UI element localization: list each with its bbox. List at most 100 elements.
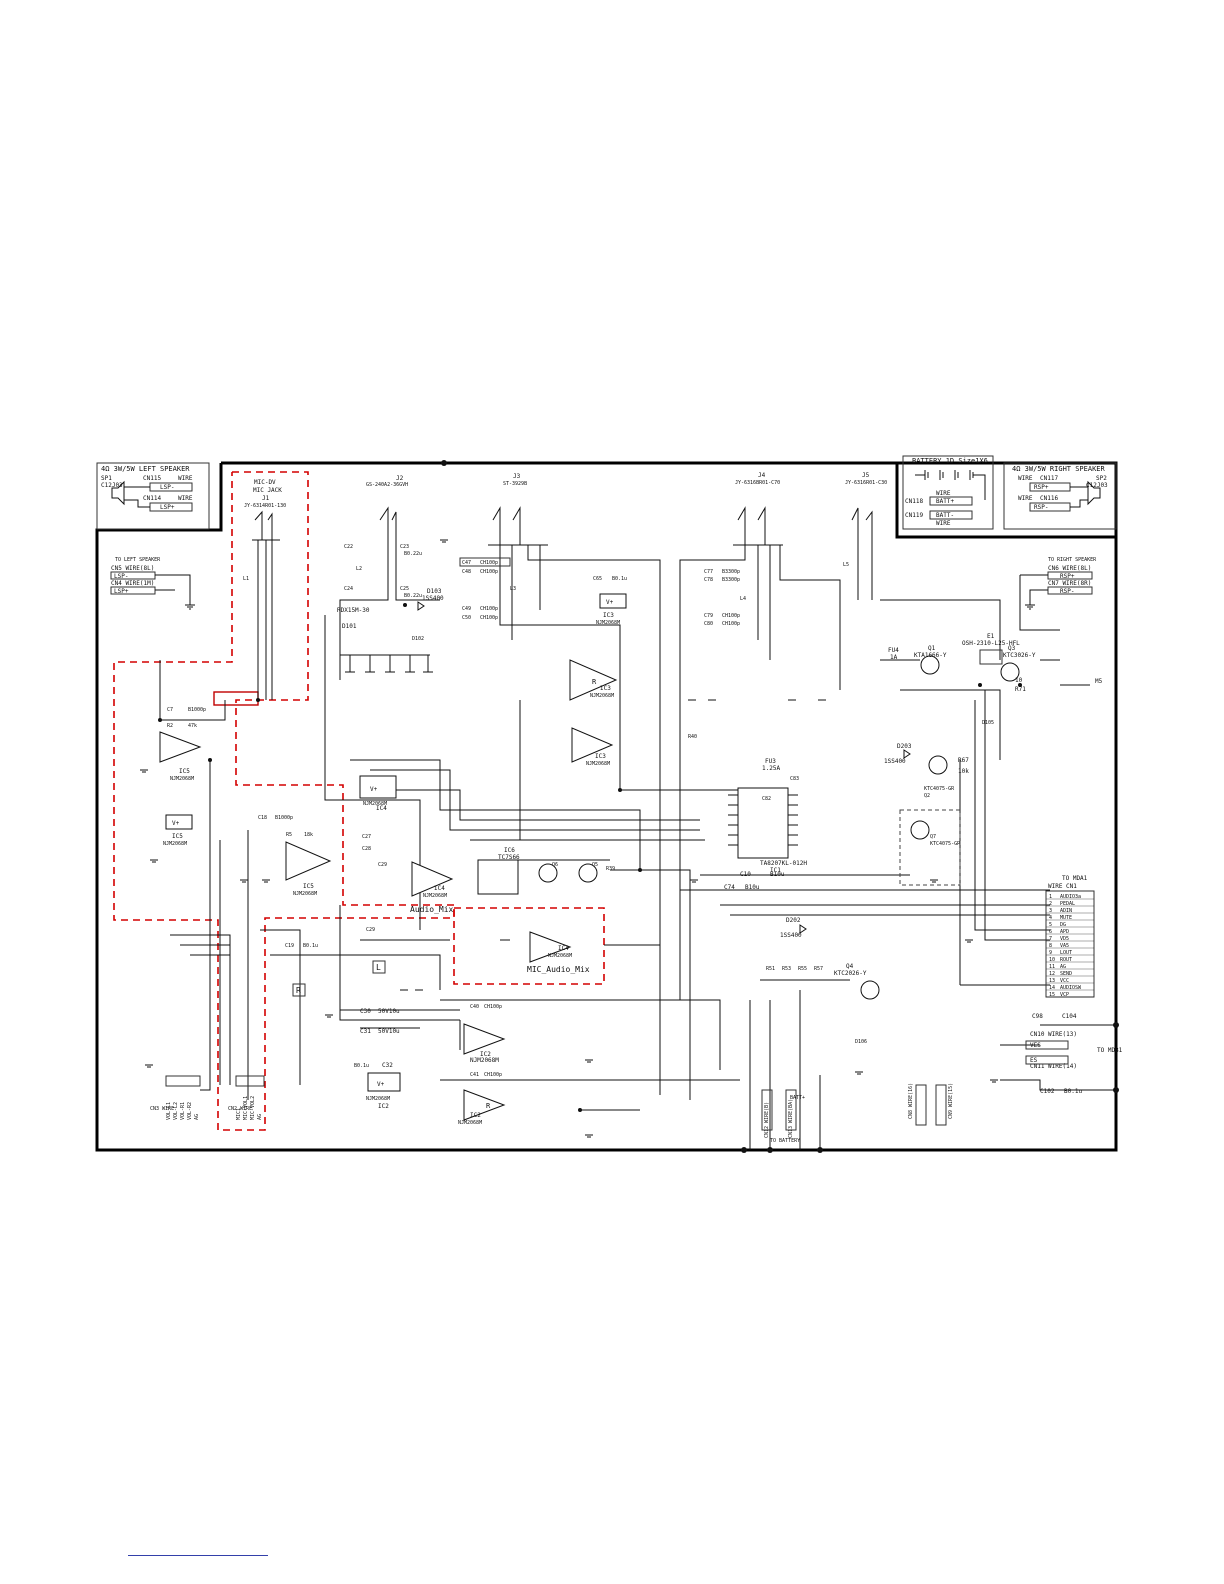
rdx-label: RDX15M-30 [337, 607, 370, 614]
j4-label: J4 [758, 472, 766, 479]
c47-value: CH100p [480, 560, 498, 566]
cn2-connector [235, 1075, 265, 1087]
mda1-pin-number: 2 [1049, 901, 1052, 907]
mda1-connector [1045, 890, 1095, 998]
c23-label: C23 [400, 544, 409, 550]
mic-jack-label: MIC JACK [253, 487, 282, 494]
mic-audio-mix-label: MIC_Audio_Mix [527, 965, 590, 974]
c41-value: CH100p [484, 1072, 502, 1078]
mda1-pin-label: LOUT [1060, 950, 1072, 956]
r53-label: R53 [782, 966, 791, 972]
d103-part: 1SS400 [422, 595, 444, 602]
cn3-pin-label: VOL-R1 [180, 1102, 186, 1120]
ic4-vplus-block [359, 775, 397, 799]
junction-dots [158, 460, 1119, 1153]
ic2-r-label: R [486, 1102, 491, 1110]
e1-block [979, 649, 1003, 665]
mda1-pin-number: 8 [1049, 943, 1052, 949]
j4-part: JY-6316BR01-C70 [735, 480, 780, 486]
d102-label: D102 [412, 636, 424, 642]
l3-label: L3 [510, 586, 516, 592]
ic3a-part: NJM2068M [596, 620, 620, 626]
q2-transistor-icon [928, 755, 948, 775]
r5-label: R5 [286, 832, 292, 838]
mda1-pin-label: MUTE [1060, 915, 1072, 921]
cn13-batt: BATT+ [790, 1095, 805, 1101]
ic3-r-label: R [592, 678, 597, 686]
q7-transistor-icon [910, 820, 930, 840]
cn3-connector [165, 1075, 201, 1087]
c32-label: C32 [382, 1062, 393, 1069]
ic4c-part: NJM2068M [548, 953, 572, 959]
c80-value: CH100p [722, 621, 740, 627]
ic5-vplus-block [165, 814, 193, 830]
left-sp-part: C12J03 [101, 482, 123, 489]
ic5b-part: NJM2068M [163, 841, 187, 847]
ic6-label: IC6 [504, 847, 515, 854]
d101-label: D101 [342, 623, 357, 630]
j1-part: JY-6314R01-130 [244, 503, 286, 509]
c50-label: C50 [462, 615, 471, 621]
cn10-box [1025, 1040, 1069, 1050]
e1-label: E1 [987, 633, 995, 640]
mda1-pin-label: SEND [1060, 971, 1072, 977]
mic-audio-mix-region [453, 907, 605, 985]
cn117-pin: RSP+ [1034, 484, 1049, 491]
ic5-opamp-upper [159, 731, 202, 763]
cn5-label: CN5 WIRE(8L) [111, 565, 154, 572]
j4-jack-icon [733, 506, 783, 546]
r67-value: 10k [958, 768, 969, 775]
ic2b-label: IC2 [480, 1051, 491, 1058]
mda1-pin-number: 14 [1049, 985, 1055, 991]
ic2b-part: NJM2068M [470, 1057, 499, 1064]
r39-label: R39 [606, 866, 615, 872]
cn12-label: CN12 WIRE(B) [764, 1102, 770, 1138]
mda1-pin-label: VA5 [1060, 943, 1069, 949]
mda1-pin-label: ROUT [1060, 957, 1072, 963]
cn3-pin-label: VOL-L1 [166, 1102, 172, 1120]
battery-box [902, 455, 994, 530]
ic2-opamp-lower [463, 1089, 506, 1121]
r5-value: 18k [304, 832, 313, 838]
audio-mix-label: Audio_Mix [410, 905, 454, 914]
ic3-opamp-lower [571, 727, 614, 763]
mda1-pin-number: 15 [1049, 992, 1055, 998]
ic2c-part: NJM2068M [458, 1120, 482, 1126]
ic4-opamp [411, 861, 454, 897]
d202-label: D202 [786, 917, 801, 924]
ic3c-part: NJM2068M [586, 761, 610, 767]
cn11-pin: ES [1030, 1057, 1038, 1064]
q1-label: Q1 [928, 645, 936, 652]
q1-part: KTA1666-Y [914, 652, 947, 659]
cn117-wire: WIRE [1018, 475, 1033, 482]
j5-jack-icon [851, 507, 873, 540]
ic4b-label: IC4 [434, 885, 445, 892]
c77-label: C77 [704, 569, 713, 575]
ic6-block [477, 859, 519, 895]
cn119-pin: BATT- [936, 512, 954, 519]
ic5-vplus-label: V+ [172, 820, 180, 827]
r71-value: 10 [1015, 677, 1023, 684]
mda1-pin-number: 12 [1049, 971, 1055, 977]
mic-region-outline [113, 471, 455, 1131]
cn114-label: CN114 [143, 495, 161, 502]
q6-transistor-icon [538, 863, 558, 883]
board-outline-notch [895, 463, 1116, 539]
q7-part: KTC4075-GR [930, 841, 961, 847]
cn8-label: CN8 WIRE(16) [908, 1083, 914, 1119]
cn9-connector [935, 1084, 947, 1126]
c30-label: C30 [360, 1008, 371, 1015]
d103-label: D103 [427, 588, 442, 595]
j5-label: J5 [862, 472, 870, 479]
board-outline [95, 461, 1118, 1152]
cn10-pin: VES [1030, 1042, 1041, 1049]
c29-label: C29 [378, 862, 387, 868]
e1-part: OSH-2310-L25-HFL [962, 640, 1020, 647]
ic5a-label: IC5 [179, 768, 190, 775]
section-r-label: R [296, 986, 301, 995]
fu4-label: FU4 [888, 647, 899, 654]
c41-label: C41 [470, 1072, 479, 1078]
mda1-pin-number: 9 [1049, 950, 1052, 956]
